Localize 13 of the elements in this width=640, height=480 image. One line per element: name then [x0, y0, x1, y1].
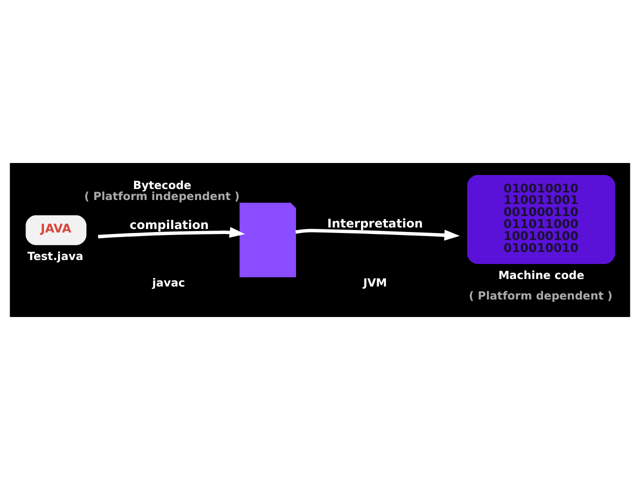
- arrow: [295, 228, 460, 241]
- label: javac: [152, 276, 185, 290]
- edge-label: compilation: [130, 218, 209, 232]
- node-label: Bytecode: [133, 179, 192, 192]
- label: JVM: [363, 276, 387, 290]
- arrow: [98, 227, 246, 238]
- edge-label: Interpretation: [327, 216, 423, 230]
- node-box: 010010010 110011001 001000110 011011000 100100100 010010010: [467, 174, 616, 264]
- node-label: ( Platform independent ): [84, 190, 240, 204]
- node-label: ( Platform dependent ): [468, 289, 612, 302]
- node-label: Machine code: [498, 268, 584, 282]
- node-label: Test.java: [27, 250, 84, 264]
- node-box: JAVA: [26, 215, 86, 246]
